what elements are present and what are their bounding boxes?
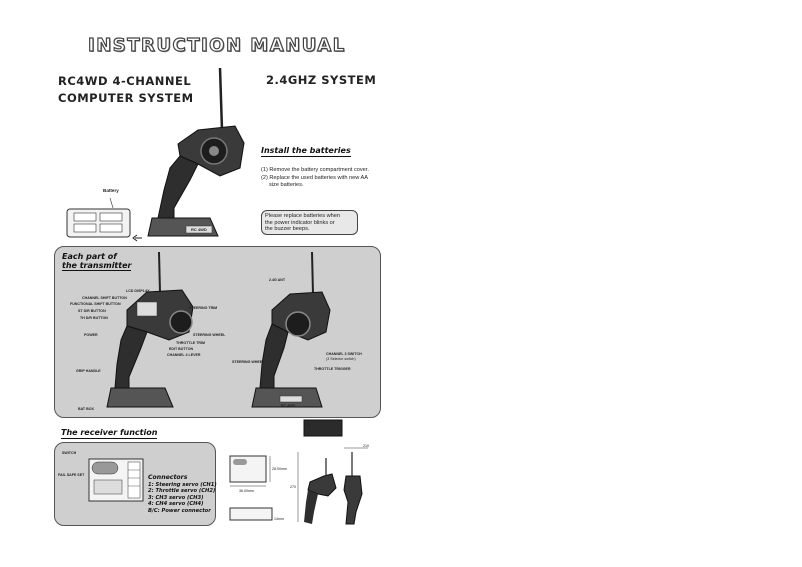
battery-note-line2: the power indicator blinks or — [265, 219, 335, 226]
label-grip: GRIP HANDLE — [76, 369, 101, 373]
parts-title: Each part of the transmitter — [62, 252, 132, 271]
dim-height: 28.00mm — [272, 467, 287, 471]
label-channel-shift: CHANNEL SHIFT BUTTON — [82, 296, 127, 300]
transmitter-illustration-left — [106, 251, 194, 408]
label-st-dir: ST D/R BUTTON — [78, 309, 106, 313]
label-steering-wheel-right: STEERING WHEEL — [232, 360, 265, 364]
connector-list: Connectors 1: Steering servo (CH1) 2: Th… — [148, 474, 217, 514]
brand-label-top: RC 4WD — [191, 227, 207, 232]
label-antenna: 2.4G ANT — [269, 278, 286, 282]
label-bat-box: BAT BOX — [78, 407, 94, 411]
product-heading: RC4WD 4-CHANNEL COMPUTER SYSTEM — [58, 73, 194, 107]
connector-item-3: 3: CH3 servo (CH3) — [148, 494, 204, 501]
label-throttle-trigger: THROTTLE TRIGGER — [314, 367, 351, 371]
transmitter-illustration-right — [251, 251, 331, 408]
parts-title-line2: the transmitter — [62, 261, 132, 271]
parts-title-line1: Each part of — [62, 252, 117, 261]
product-heading-line2: COMPUTER SYSTEM — [58, 91, 194, 105]
label-throttle-trim: THROTTLE TRIM — [176, 341, 205, 345]
install-step2-line1: (2) Replace the used batteries with new … — [261, 175, 368, 181]
connector-item-2: 2: Throttle servo (CH2) — [148, 488, 216, 495]
label-power: POWER — [84, 333, 98, 337]
product-heading-line1: RC4WD 4-CHANNEL — [58, 74, 192, 88]
label-brand-right: RC 4WD — [281, 404, 296, 408]
install-step1: (1) Remove the battery compartment cover… — [261, 167, 369, 173]
manual-title: INSTRUCTION MANUAL — [87, 34, 346, 56]
battery-note-line1: Please replace batteries when — [265, 213, 340, 219]
label-lcd: LCD DISPLAY — [126, 289, 150, 293]
label-edit-button: EDIT BUTTON — [169, 347, 194, 351]
label-channel3: CHANNEL 3 SWITCH — [326, 352, 362, 356]
dim-side-width: 210 — [363, 444, 369, 448]
label-switch: SWITCH — [62, 451, 77, 455]
label-steering-trim: STEERING TRIM — [189, 306, 218, 310]
connector-item-5: B/C: Power connector — [148, 507, 211, 514]
connectors-title: Connectors — [148, 474, 188, 481]
label-failsafe: FAIL SAFE SET — [58, 473, 85, 477]
receiver-illustration — [88, 458, 144, 502]
battery-label: Battery — [103, 188, 119, 193]
transmitter-illustration-top — [147, 67, 245, 237]
dim-top: 180 — [305, 423, 311, 427]
arrow-left-icon — [132, 234, 142, 242]
connector-item-4: 4: CH4 servo (CH4) — [148, 501, 204, 508]
battery-note-box: Please replace batteries when the power … — [261, 210, 358, 235]
label-channel4: CHANNEL 4 LEVER — [167, 353, 201, 357]
connector-item-1: 1: Steering servo (CH1) — [148, 482, 217, 488]
dim-width: 36.00mm — [239, 489, 254, 493]
label-functional-shift: FUNCTIONAL SHIFT BUTTON — [70, 302, 121, 306]
receiver-title: The receiver function — [61, 428, 158, 439]
dim-side-height: 270 — [290, 485, 296, 489]
dim-thickness: 14mm — [274, 517, 284, 521]
battery-note-line3: the buzzer beeps. — [265, 226, 310, 233]
install-step2-line2: size batteries. — [269, 182, 304, 188]
dimension-drawings — [229, 419, 368, 525]
instruction-manual-page: INSTRUCTION MANUAL RC4WD 4-CHANNEL COMPU… — [52, 30, 392, 535]
label-th-dir: TH D/R BUTTON — [80, 316, 108, 320]
label-steering-wheel: STEERING WHEEL — [193, 333, 226, 337]
system-heading: 2.4GHZ SYSTEM — [266, 73, 377, 87]
install-batteries-title: Install the batteries — [261, 146, 351, 157]
battery-compartment-illustration — [66, 197, 131, 238]
label-channel3-sub: (3 Selector switch) — [326, 357, 356, 361]
